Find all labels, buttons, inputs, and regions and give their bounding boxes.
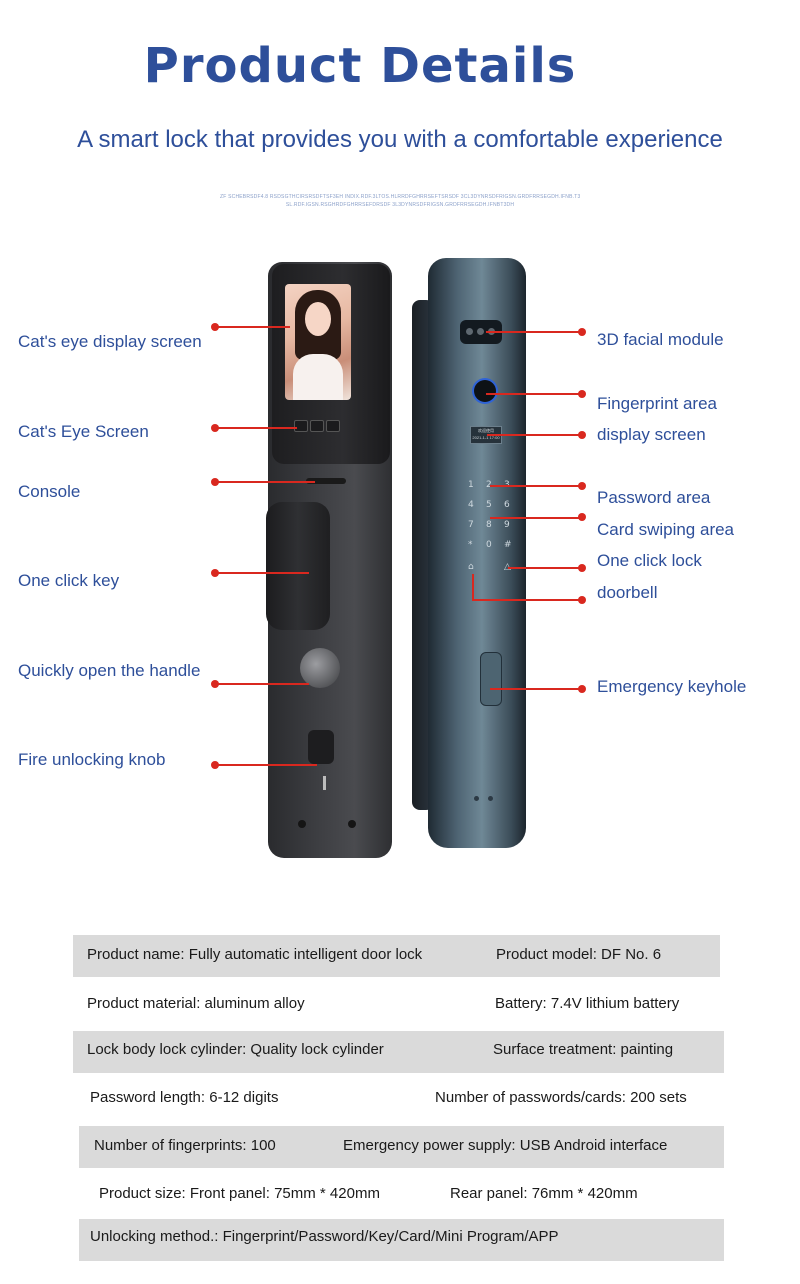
keypad-key: 6 (504, 500, 510, 510)
mini-screen-line-2: 2021-1-1 17:00 (472, 435, 500, 440)
callout-cat-eye-screen: Cat's Eye Screen (18, 422, 149, 441)
lock-icon: ⌂ (468, 562, 474, 572)
callout-one-click-key: One click key (18, 571, 120, 590)
callout-leader-line (215, 326, 290, 328)
lock-handle (266, 502, 330, 630)
spec-cell: Unlocking method.: Fingerprint/Password/… (90, 1228, 559, 1245)
callout-dot (578, 431, 586, 439)
portrait-face (305, 302, 331, 336)
callout-one-click-lock: One click lock (597, 551, 702, 570)
spec-cell: Battery: 7.4V lithium battery (495, 995, 680, 1012)
callout-dot (578, 390, 586, 398)
callout-3d-facial-module: 3D facial module (597, 330, 724, 349)
callout-leader-line (490, 688, 584, 690)
callout-dot (578, 513, 586, 521)
indicator-dot-icon (474, 796, 479, 801)
callout-leader-line (215, 572, 309, 574)
keypad-key: # (504, 540, 512, 550)
spec-cell: Product material: aluminum alloy (87, 995, 305, 1012)
quick-open-knob (300, 648, 340, 688)
keypad-key: 7 (468, 520, 474, 530)
callout-dot (578, 328, 586, 336)
console-grille (306, 478, 346, 484)
page-title: Product Details (143, 38, 577, 94)
callout-leader-line (487, 434, 583, 436)
keypad-key: 8 (486, 520, 492, 530)
keypad-key: 9 (504, 520, 510, 530)
spec-cell: Product model: DF No. 6 (496, 946, 662, 963)
callout-doorbell: doorbell (597, 583, 658, 602)
keypad-key: 0 (486, 540, 492, 550)
spec-row: Product size: Front panel: 75mm * 420mm … (79, 1174, 724, 1216)
cat-eye-display-image (285, 284, 351, 400)
callout-fingerprint-area: Fingerprint area (597, 394, 718, 413)
callout-dot (578, 564, 586, 572)
spec-cell: Password length: 6-12 digits (90, 1089, 279, 1106)
fire-unlocking-knob (308, 730, 334, 764)
callout-fire-unlocking-knob: Fire unlocking knob (18, 750, 166, 769)
screen-button-icon (326, 420, 340, 432)
portrait-dress (293, 354, 343, 400)
callout-leader-line (215, 427, 297, 429)
spec-cell: Rear panel: 76mm * 420mm (450, 1185, 638, 1202)
callout-leader-line (490, 517, 584, 519)
bell-icon: △ (504, 562, 511, 572)
screen-button-icon (294, 420, 308, 432)
screen-button-icon (310, 420, 324, 432)
spec-row: Number of fingerprints: 100 Emergency po… (79, 1126, 724, 1168)
callout-cat-eye-display-screen: Cat's eye display screen (18, 332, 202, 351)
callout-leader-line (508, 567, 584, 569)
callout-display-screen: display screen (597, 425, 706, 444)
spec-cell: Product size: Front panel: 75mm * 420mm (99, 1185, 380, 1202)
callout-emergency-keyhole: Emergency keyhole (597, 677, 747, 696)
spec-cell: Emergency power supply: USB Android inte… (343, 1137, 668, 1154)
keypad-key: 1 (468, 480, 474, 490)
callout-leader-line (215, 481, 315, 483)
callout-leader-line (472, 599, 584, 601)
page-subtitle: A smart lock that provides you with a co… (77, 126, 723, 153)
callout-leader-line (490, 485, 584, 487)
mini-display-screen: 欢迎使用 2021-1-1 17:00 (470, 426, 502, 444)
spec-cell: Lock body lock cylinder: Quality lock cy… (87, 1041, 384, 1058)
fine-print-line-2: SL.RDF.IGSN.RSGHRDFGHRRSEFDRSDF 3L3DYNRS… (285, 202, 515, 208)
spec-row: Password length: 6-12 digits Number of p… (73, 1078, 724, 1120)
fine-print-line-1: ZF SCHEBRSDF4.8 RSDSGTHCIRSRSDFTSF3EH IN… (220, 194, 580, 200)
callout-leader-line (486, 331, 584, 333)
keypad-key: * (468, 540, 473, 550)
spec-cell: Surface treatment: painting (493, 1041, 674, 1058)
emergency-keyhole (480, 652, 502, 706)
callout-leader-line (472, 574, 474, 600)
callout-leader-line (215, 683, 309, 685)
mini-screen-line-1: 欢迎使用 (478, 428, 494, 433)
callout-leader-line (215, 764, 317, 766)
key-slot-icon (323, 776, 326, 790)
spec-row: Product material: aluminum alloy Battery… (73, 984, 720, 1026)
callout-quickly-open-the-handle: Quickly open the handle (18, 661, 201, 680)
fingerprint-sensor-icon (474, 380, 496, 402)
spec-cell: Product name: Fully automatic intelligen… (87, 946, 423, 963)
callout-password-area: Password area (597, 488, 711, 507)
spec-cell: Number of fingerprints: 100 (94, 1137, 276, 1154)
spec-row: Lock body lock cylinder: Quality lock cy… (73, 1031, 724, 1073)
callout-console: Console (18, 482, 81, 501)
callout-dot (578, 482, 586, 490)
keypad-key: 2 (486, 480, 492, 490)
callout-leader-line (486, 393, 584, 395)
indicator-dot-icon (488, 796, 493, 801)
spec-row: Product name: Fully automatic intelligen… (73, 935, 720, 977)
callout-dot (578, 596, 586, 604)
callout-card-swiping-area: Card swiping area (597, 520, 735, 539)
screw-icon (298, 820, 306, 828)
spec-cell: Number of passwords/cards: 200 sets (435, 1089, 687, 1106)
keypad-key: 5 (486, 500, 492, 510)
back-panel-body (428, 258, 526, 848)
keypad-key: 4 (468, 500, 474, 510)
spec-row: Unlocking method.: Fingerprint/Password/… (79, 1219, 724, 1261)
screw-icon (348, 820, 356, 828)
callout-dot (578, 685, 586, 693)
